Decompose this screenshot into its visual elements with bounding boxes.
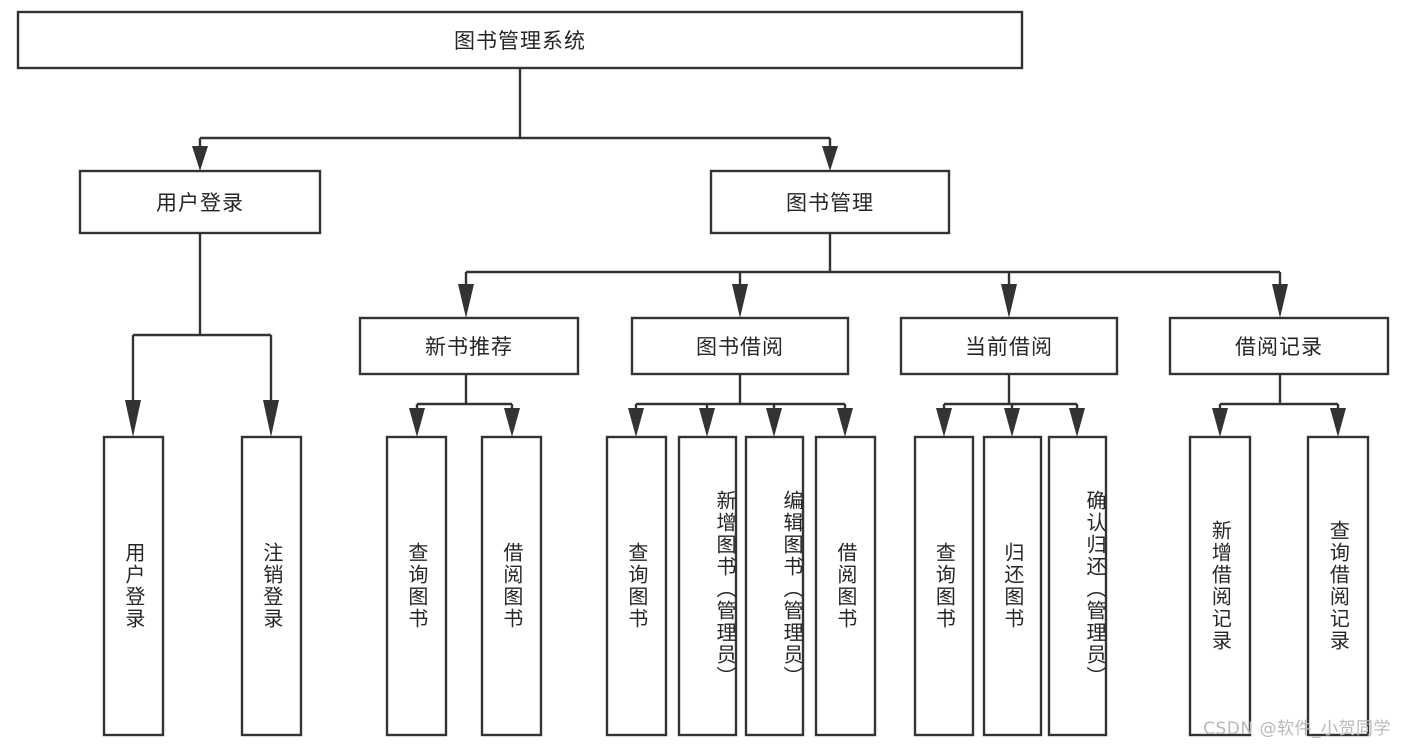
leaf-box-confirm-return-admin[interactable]	[1047, 435, 1108, 737]
leaf-box-borrow-book-recommend[interactable]	[480, 435, 543, 737]
csdn-watermark: CSDN @软件_小贺同学	[1203, 719, 1391, 739]
arrow-newbook-to-leaf1	[409, 408, 425, 437]
arrow-borrowrecord-to-leaf2	[1330, 408, 1346, 437]
leaf-box-query-borrow-record[interactable]	[1306, 435, 1370, 737]
node-book-management[interactable]	[709, 169, 951, 235]
arrow-newbook-to-leaf2	[504, 408, 520, 437]
node-new-book-recommend[interactable]	[358, 316, 580, 376]
node-user-login[interactable]	[78, 169, 322, 235]
arrow-bookmgmt-to-current-borrow	[1001, 284, 1017, 318]
leaf-box-query-book-borrow[interactable]	[605, 435, 668, 737]
node-root-system[interactable]	[16, 10, 1024, 70]
leaf-box-query-book-current[interactable]	[913, 435, 975, 737]
arrow-borrowrecord-to-leaf1	[1212, 408, 1228, 437]
leaf-box-edit-book-admin[interactable]	[744, 435, 805, 737]
leaf-box-borrow-book[interactable]	[814, 435, 877, 737]
arrow-bookmgmt-to-borrow-record	[1272, 284, 1288, 318]
node-current-borrow[interactable]	[899, 316, 1119, 376]
arrow-userlogin-to-leaf2	[263, 400, 279, 437]
arrow-bookmgmt-to-new-book	[458, 284, 474, 318]
leaf-box-add-book-admin[interactable]	[677, 435, 738, 737]
arrow-currentborrow-to-leaf1	[936, 408, 952, 437]
node-borrow-record[interactable]	[1168, 316, 1390, 376]
leaf-box-add-borrow-record[interactable]	[1188, 435, 1252, 737]
arrow-bookmgmt-to-book-borrow	[732, 284, 748, 318]
arrow-root-to-user-login	[192, 146, 208, 171]
arrow-userlogin-to-leaf1	[125, 400, 141, 437]
leaf-box-user-logout[interactable]	[240, 435, 303, 737]
leaf-box-query-book-recommend[interactable]	[385, 435, 448, 737]
arrow-bookborrow-to-leaf4	[837, 408, 853, 437]
arrow-bookborrow-to-leaf1	[628, 408, 644, 437]
leaf-box-return-book[interactable]	[982, 435, 1043, 737]
arrow-bookborrow-to-leaf3	[766, 408, 782, 437]
node-book-borrow[interactable]	[630, 316, 850, 376]
arrow-currentborrow-to-leaf2	[1004, 408, 1020, 437]
leaf-box-user-login[interactable]	[102, 435, 165, 737]
arrow-currentborrow-to-leaf3	[1069, 408, 1085, 437]
arrow-root-to-book-management	[822, 146, 838, 171]
arrow-bookborrow-to-leaf2	[699, 408, 715, 437]
